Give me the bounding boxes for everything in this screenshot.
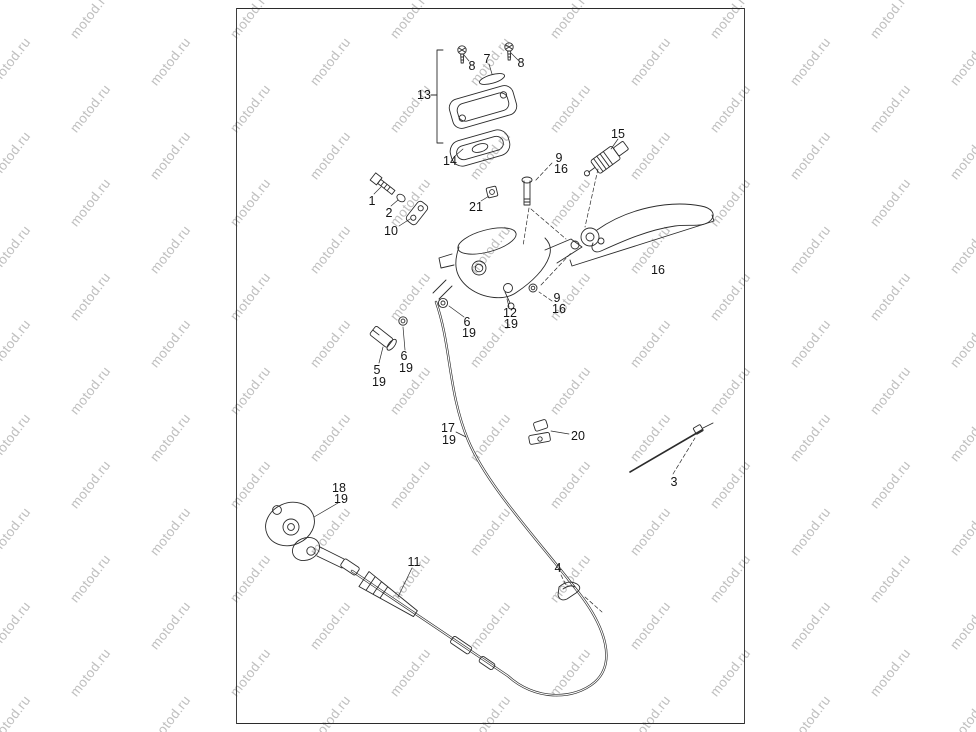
part-screw-left <box>457 45 467 64</box>
part-adjuster-5 <box>369 326 397 351</box>
part-diaphragm <box>449 129 511 167</box>
part-pushrod <box>504 291 515 310</box>
callout-label: 16 <box>554 161 568 176</box>
part-ferrule-b <box>478 655 496 671</box>
callout-label: 19 <box>504 316 518 331</box>
part-cable-tie-3 <box>629 422 714 473</box>
callout-label: 1 <box>368 193 376 208</box>
callout-label: 16 <box>552 301 566 316</box>
part-pivot-lower <box>528 283 538 293</box>
callout-label: 14 <box>443 153 457 168</box>
leader-lines-dashed <box>522 162 696 613</box>
part-master-cylinder <box>432 227 583 300</box>
callout-label: 19 <box>334 491 348 506</box>
callout-label: 19 <box>442 432 456 447</box>
part-ferrule-a <box>450 636 473 655</box>
part-reservoir-cap <box>448 85 518 129</box>
callout-label: 10 <box>384 223 398 238</box>
part-washer-2 <box>396 193 406 203</box>
callout-label: 9 <box>555 150 563 165</box>
part-washer-6a <box>437 297 449 309</box>
callout-label: 8 <box>468 58 476 73</box>
part-seal-7 <box>479 73 505 85</box>
part-washer-6b <box>398 316 408 326</box>
part-cable-inner <box>351 301 607 696</box>
diagram-frame <box>236 8 745 724</box>
callout-label: 9 <box>553 290 561 305</box>
part-holder-20 <box>528 419 551 445</box>
part-nut-21 <box>485 185 499 199</box>
callout-label: 7 <box>483 51 491 66</box>
lever-bracket-line <box>569 214 715 267</box>
callout-label: 12 <box>503 305 517 320</box>
callout-label: 3 <box>670 474 678 489</box>
part-boot-11 <box>358 571 418 618</box>
callout-label: 6 <box>400 348 408 363</box>
callout-label: 19 <box>372 374 386 389</box>
callout-label: 17 <box>441 420 455 435</box>
part-switch-15 <box>583 141 629 177</box>
part-clamp-4 <box>557 581 581 601</box>
part-actuator-18 <box>265 501 360 576</box>
part-pivot-bolt <box>521 176 533 206</box>
callout-label: 16 <box>651 262 665 277</box>
callout-label: 6 <box>463 314 471 329</box>
callout-label: 8 <box>517 55 525 70</box>
callout-label: 11 <box>407 554 421 569</box>
part-screw-right <box>504 42 514 61</box>
callout-label: 20 <box>571 428 585 443</box>
callout-label: 15 <box>611 126 625 141</box>
part-clamp-10 <box>405 200 429 226</box>
callout-label: 18 <box>332 480 346 495</box>
leader-lines <box>313 52 619 598</box>
callout-label: 21 <box>469 199 483 214</box>
callout-label: 4 <box>554 560 562 575</box>
callout-label: 19 <box>399 360 413 375</box>
callout-label: 19 <box>462 325 476 340</box>
callout-label: 13 <box>417 87 431 102</box>
callout-label: 5 <box>373 362 381 377</box>
callout-label: 2 <box>385 205 393 220</box>
part-bolt-1 <box>369 172 396 195</box>
